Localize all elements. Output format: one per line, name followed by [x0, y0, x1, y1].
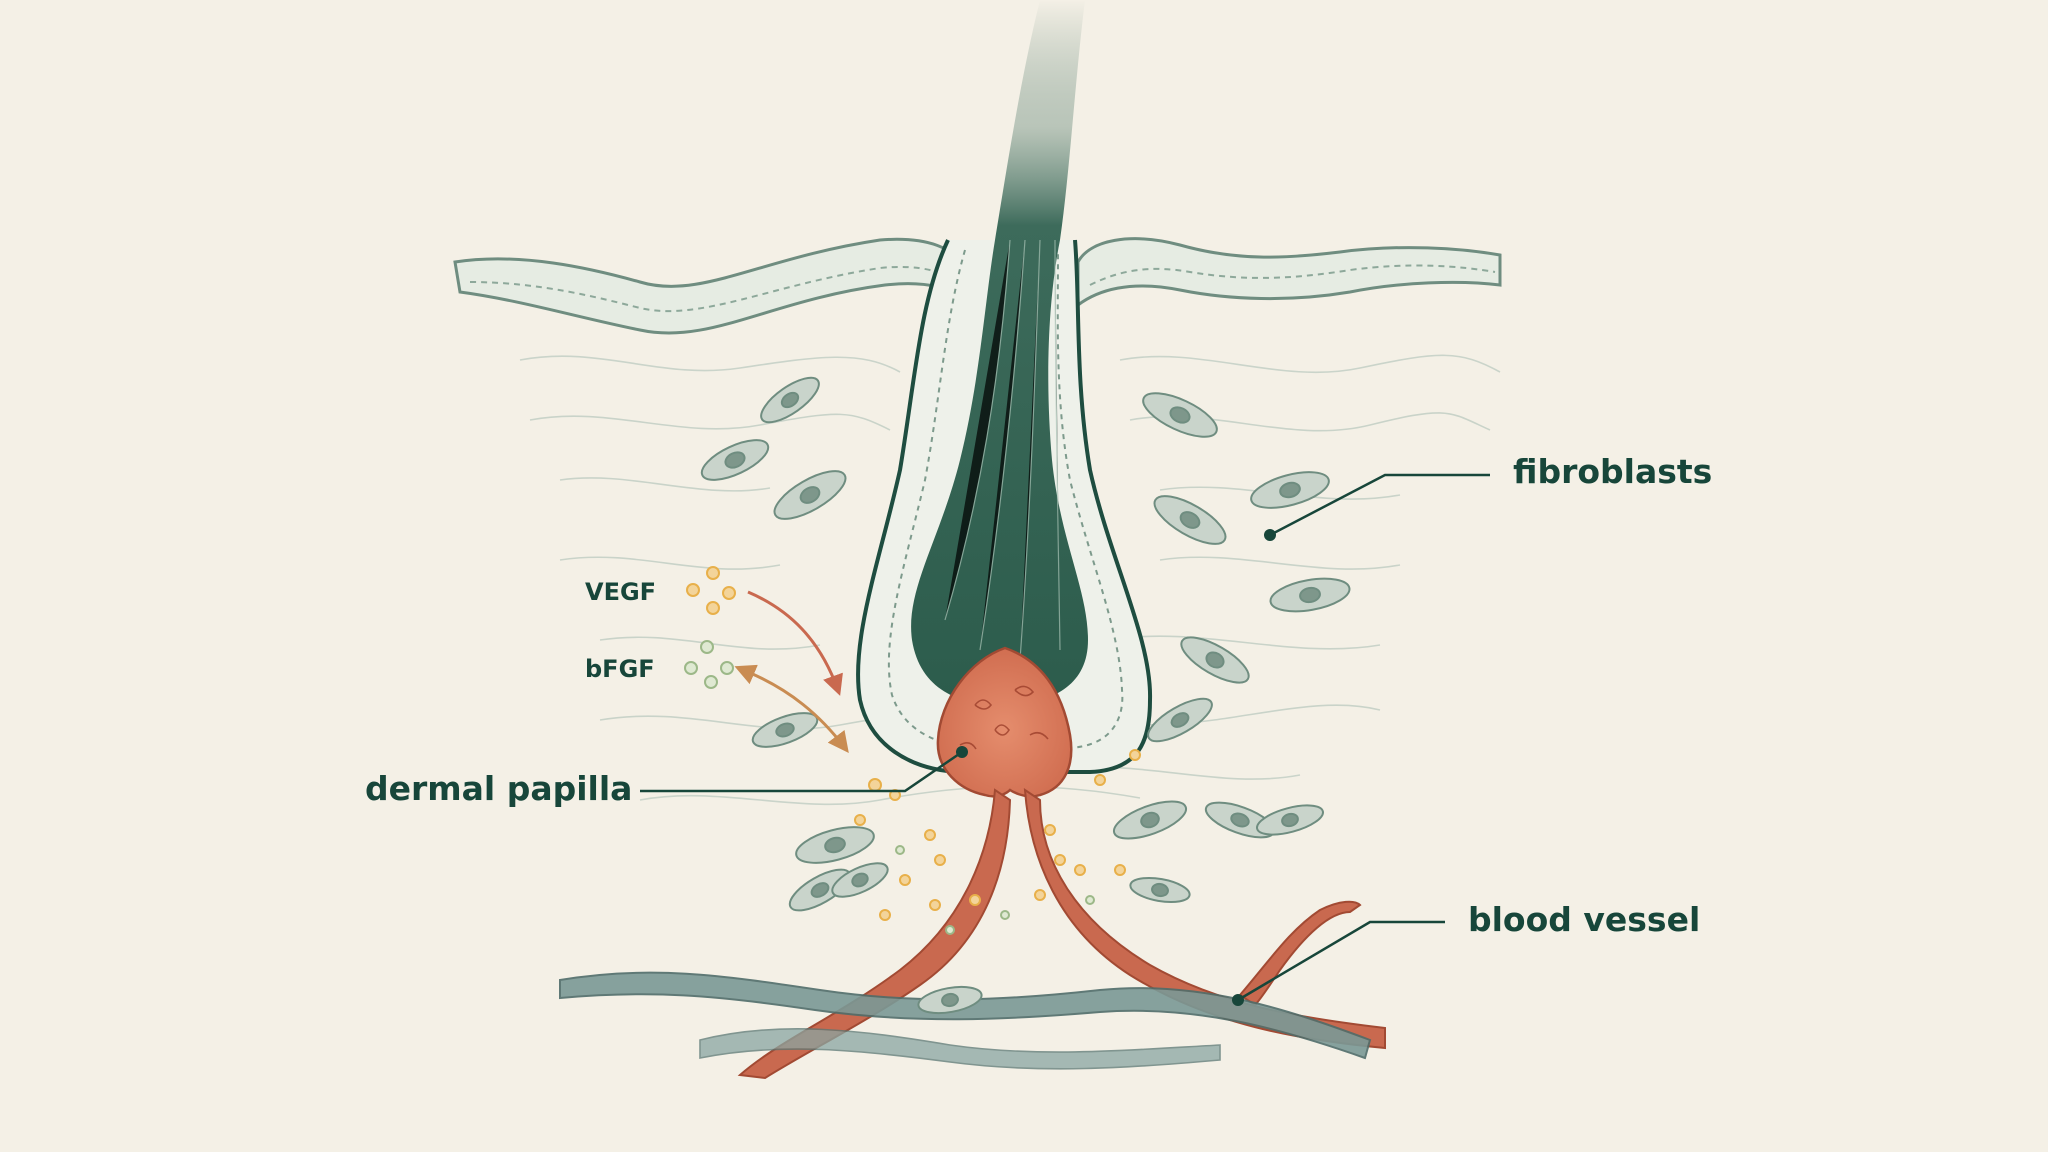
vegf-dots: [686, 566, 1141, 921]
epidermis-left: [453, 237, 964, 335]
fibroblast-cells: [700, 376, 1351, 1015]
label-fibroblasts: fibroblasts: [1513, 452, 1713, 491]
vegf-arrow: [747, 590, 843, 696]
vein: [559, 971, 1372, 1060]
label-bfgf: bFGF: [585, 655, 655, 683]
bfgf-dots: [684, 640, 1095, 935]
hair-shaft-strands: [944, 239, 1061, 661]
label-dermal-papilla: dermal papilla: [365, 769, 633, 808]
epidermis-right: [1076, 237, 1502, 308]
bfgf-arrow: [734, 664, 849, 754]
dermal-papilla-shape: [936, 646, 1073, 798]
artery-branch: [1238, 900, 1362, 1007]
label-vegf: VEGF: [585, 578, 657, 606]
label-blood-vessel: blood vessel: [1468, 900, 1701, 939]
leader-lines: [640, 473, 1490, 1002]
